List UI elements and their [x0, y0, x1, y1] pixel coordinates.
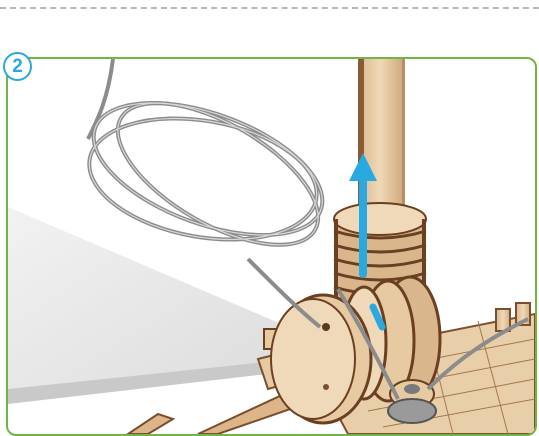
step-number: 2: [12, 56, 23, 78]
assembly-illustration: [8, 59, 535, 434]
cut-line: [0, 7, 539, 9]
illustration-frame: [6, 57, 537, 436]
step-number-badge: 2: [3, 52, 32, 81]
